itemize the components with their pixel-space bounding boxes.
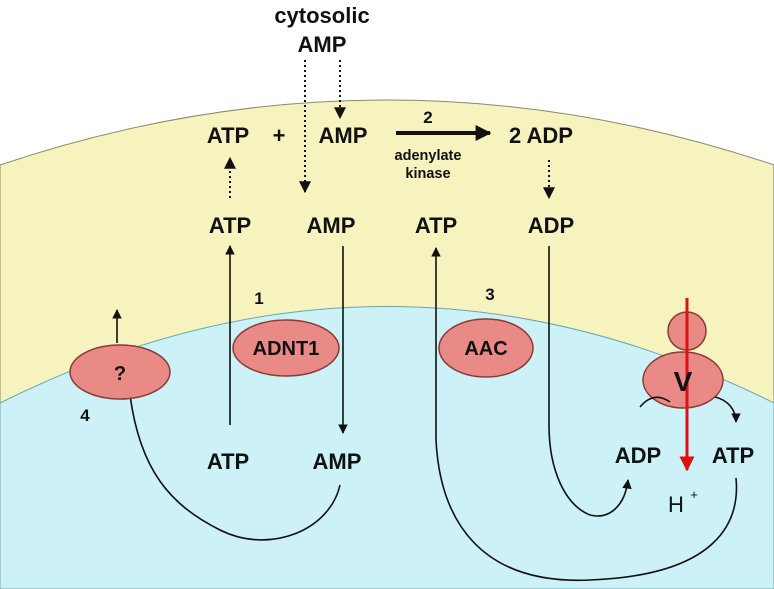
enzyme-label-line1: adenylate [395, 148, 462, 164]
aac-atp-export-arrow [431, 247, 738, 581]
matrix-amp: AMP [313, 449, 362, 474]
cytosolic-label: cytosolic [274, 3, 369, 28]
ims-atp-left: ATP [209, 213, 251, 238]
enzyme-label-line2: kinase [405, 166, 450, 182]
adnt1-label: ADNT1 [253, 338, 320, 360]
cytosolic-amp-label: AMP [298, 32, 347, 57]
reaction-plus: + [273, 123, 286, 148]
reaction-amp: AMP [319, 123, 368, 148]
carrier-number-3: 3 [485, 285, 494, 304]
matrix-atp: ATP [207, 449, 249, 474]
aac-label: AAC [464, 338, 507, 360]
reaction-atp: ATP [207, 123, 249, 148]
unknown-carrier-label: ? [114, 363, 126, 385]
adnt1-carrier [232, 319, 340, 377]
proton-charge: + [690, 487, 698, 502]
ims-atp-right: ATP [415, 213, 457, 238]
v-atpase-body [642, 351, 724, 409]
ims-amp: AMP [307, 213, 356, 238]
ims-adp: ADP [528, 213, 574, 238]
matrix-atp-right: ATP [712, 443, 754, 468]
proton-label: H [668, 492, 684, 517]
carrier-number-1: 1 [254, 289, 263, 308]
reaction-product: 2 ADP [509, 123, 573, 148]
matrix-adp: ADP [615, 443, 661, 468]
aac-carrier [438, 318, 534, 378]
carrier-number-4: 4 [80, 406, 90, 425]
aac-adp-import-arrow [548, 246, 632, 517]
v-atpase-in-curve [639, 396, 671, 408]
reaction-step-number: 2 [423, 108, 432, 127]
unknown-carrier [69, 344, 171, 400]
v-atpase-label: V [674, 366, 693, 397]
v-atpase-out-curve [714, 396, 741, 423]
amp-recycle-arrow [129, 394, 341, 541]
